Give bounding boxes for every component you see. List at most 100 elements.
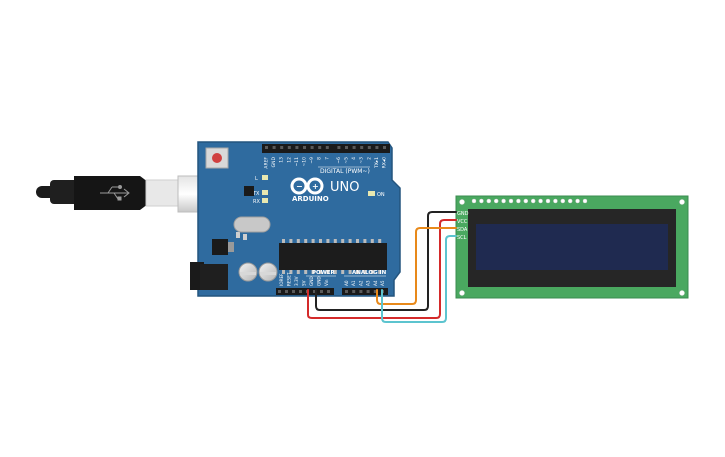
svg-text:−: − <box>296 182 303 191</box>
power-pin[interactable] <box>278 290 281 293</box>
power-pin[interactable] <box>313 290 316 293</box>
lcd-pin-labels: GND VCC SDA SCL <box>457 211 469 241</box>
digital-pin-label: 7 <box>324 157 330 160</box>
digital-pin[interactable] <box>337 146 341 149</box>
digital-pin[interactable] <box>367 146 371 149</box>
digital-pin-label: 13 <box>279 157 285 163</box>
digital-pin-label: ~3 <box>359 157 365 164</box>
sda-wire[interactable] <box>376 227 457 305</box>
chip-leg <box>304 270 308 274</box>
analog-pin[interactable] <box>352 290 356 293</box>
power-pin[interactable] <box>292 290 295 293</box>
wires[interactable] <box>307 211 457 323</box>
usb-cable <box>36 175 219 213</box>
analog-header-label: ANALOG IN <box>352 270 387 276</box>
chip-leg <box>311 239 315 243</box>
status-leds: L TX RX ON <box>252 175 385 205</box>
analog-pin-label: A5 <box>380 280 385 286</box>
digital-pin[interactable] <box>375 146 379 149</box>
lcd-pin-sda[interactable]: SDA <box>457 227 468 233</box>
digital-pin[interactable] <box>352 146 356 149</box>
power-pin[interactable] <box>299 290 302 293</box>
digital-pin[interactable] <box>265 146 268 149</box>
led-rx <box>262 198 268 203</box>
digital-pin-label: 12 <box>286 157 292 163</box>
lcd-mounting-holes <box>459 199 685 296</box>
digital-pin[interactable] <box>383 146 386 149</box>
chip-leg <box>282 270 285 274</box>
digital-pin[interactable] <box>310 146 314 149</box>
power-pin-label: 3.3V <box>294 276 299 286</box>
chip-leg <box>289 270 293 274</box>
chip-leg <box>370 270 374 274</box>
power-pin-label: GND <box>317 276 322 286</box>
analog-pin-label: A1 <box>351 280 356 286</box>
lcd-header-pin <box>471 198 477 204</box>
digital-pin-row[interactable] <box>265 146 386 149</box>
chip-leg <box>319 239 322 243</box>
digital-pin[interactable] <box>272 146 276 149</box>
svg-text:+: + <box>312 182 319 191</box>
chip-leg <box>296 270 300 274</box>
lcd-header-pin <box>479 198 484 204</box>
chip-leg <box>282 239 285 243</box>
power-pin-label: Vin <box>324 279 329 286</box>
analog-header[interactable] <box>342 288 388 295</box>
lcd-pin-vcc[interactable]: VCC <box>457 219 468 225</box>
digital-pin-label: GND <box>271 156 277 167</box>
lcd-header-pin <box>493 198 499 204</box>
lcd-header-pin <box>501 198 506 204</box>
power-pin[interactable] <box>327 290 330 293</box>
lcd-top-pin-row <box>471 198 588 204</box>
usb-chip <box>244 186 254 196</box>
dc-power-jack[interactable] <box>190 262 228 290</box>
chip-leg <box>326 239 330 243</box>
digital-pin-label: RX◂0 <box>382 157 388 168</box>
on-label: ON <box>377 192 385 198</box>
digital-pin[interactable] <box>325 146 329 149</box>
lcd-pin-gnd[interactable]: GND <box>457 211 469 217</box>
chip-leg <box>319 270 322 274</box>
power-header-label: POWER <box>312 270 336 276</box>
power-pin[interactable] <box>320 290 323 293</box>
power-pin[interactable] <box>285 290 288 293</box>
digital-pin-label: ~11 <box>294 157 300 167</box>
analog-pin[interactable] <box>345 290 348 293</box>
gnd-wire[interactable] <box>315 211 457 311</box>
digital-pin[interactable] <box>303 146 306 149</box>
digital-pin[interactable] <box>360 146 364 149</box>
lcd-i2c-module[interactable]: GND VCC SDA SCL <box>455 195 689 299</box>
reset-button[interactable] <box>205 147 229 169</box>
chip-leg <box>311 270 315 274</box>
lcd-header-pin <box>508 198 514 204</box>
lcd-header-pin <box>516 198 521 204</box>
digital-pin[interactable] <box>345 146 348 149</box>
analog-pin-label: A3 <box>366 280 371 286</box>
uno-model-label: UNO <box>330 180 359 195</box>
power-header[interactable] <box>276 288 334 295</box>
chip-leg <box>333 239 337 243</box>
digital-pin[interactable] <box>287 146 291 149</box>
digital-pin-label: 2 <box>366 157 372 160</box>
digital-pin[interactable] <box>318 146 322 149</box>
analog-pin-label: A4 <box>373 280 378 286</box>
lcd-header-pin <box>545 198 551 204</box>
digital-pin-label: ~9 <box>309 157 315 164</box>
lcd-header-pin <box>582 198 588 204</box>
lcd-header-pin <box>486 198 492 204</box>
analog-pin[interactable] <box>366 290 370 293</box>
analog-pin[interactable] <box>373 290 377 293</box>
power-pin-label: 5V <box>302 280 307 286</box>
lcd-pin-scl[interactable]: SCL <box>457 235 467 241</box>
digital-pin[interactable] <box>295 146 299 149</box>
scl-wire[interactable] <box>381 235 457 323</box>
analog-pin[interactable] <box>359 290 363 293</box>
vcc-wire[interactable] <box>307 219 457 319</box>
digital-pin[interactable] <box>280 146 284 149</box>
chip-leg <box>289 239 293 243</box>
chip-leg <box>341 239 345 243</box>
